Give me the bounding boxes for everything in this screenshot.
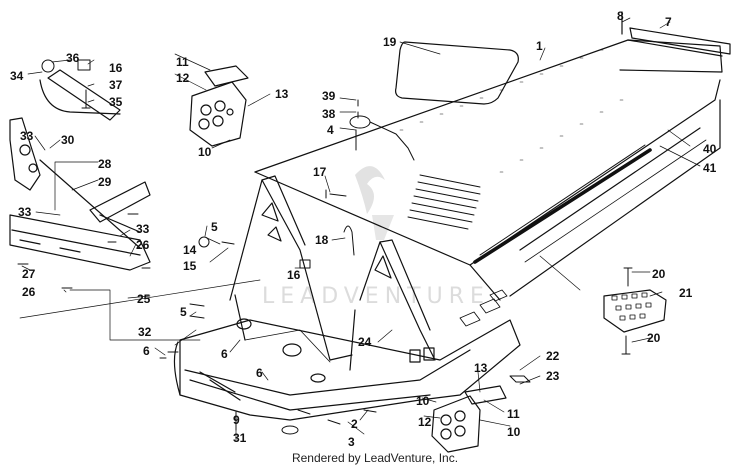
callout-11-lower: 11	[507, 407, 520, 421]
callout-34: 34	[10, 69, 24, 83]
callout-31: 31	[233, 431, 247, 445]
callout-33-right: 33	[136, 222, 150, 236]
callout-36: 36	[66, 51, 80, 65]
callout-35: 35	[109, 95, 123, 109]
lower-bracket	[431, 385, 507, 453]
callout-8: 8	[617, 9, 624, 23]
callout-2: 2	[351, 417, 358, 431]
tunnel-rivet-holes	[399, 49, 624, 173]
callout-15: 15	[183, 259, 197, 273]
callout-20-upper: 20	[652, 267, 666, 281]
callout-13-lower: 13	[474, 361, 488, 375]
left-brackets	[9, 69, 151, 271]
callout-32: 32	[138, 325, 152, 339]
callout-6-left: 6	[143, 344, 150, 358]
callout-41: 41	[703, 161, 717, 175]
callout-30: 30	[61, 133, 75, 147]
callout-20-lower: 20	[647, 331, 661, 345]
tunnel-vent-slots	[407, 174, 481, 230]
callout-25: 25	[137, 292, 151, 306]
callout-10-upper: 10	[198, 145, 212, 159]
callout-6-mid: 6	[221, 347, 228, 361]
callout-5-upper: 5	[211, 220, 218, 234]
callout-19: 19	[383, 35, 397, 49]
tunnel-side-cutouts	[459, 289, 508, 327]
callout-26-left: 26	[22, 285, 36, 299]
callout-16-lower: 16	[287, 268, 301, 282]
decal-19	[395, 41, 519, 105]
callout-28: 28	[98, 157, 112, 171]
fasteners	[17, 59, 633, 435]
callout-3: 3	[348, 435, 355, 449]
front-frame	[173, 175, 521, 421]
step-plate	[603, 289, 667, 333]
rail-part	[621, 11, 731, 55]
callout-13-upper: 13	[275, 87, 289, 101]
callout-5-lower: 5	[180, 305, 187, 319]
callout-18: 18	[315, 233, 329, 247]
tunnel-part	[254, 39, 723, 301]
callout-12-lower: 12	[418, 415, 432, 429]
callout-16-upper: 16	[109, 61, 123, 75]
callout-24: 24	[358, 335, 372, 349]
callout-10-lower-right: 10	[507, 425, 521, 439]
callout-21: 21	[679, 286, 693, 300]
callout-4: 4	[327, 123, 334, 137]
callout-14: 14	[183, 243, 197, 257]
callout-1: 1	[536, 39, 543, 53]
callout-12-upper: 12	[176, 71, 190, 85]
callout-38: 38	[322, 107, 336, 121]
callout-22: 22	[546, 349, 560, 363]
callout-26-right: 26	[136, 238, 150, 252]
callout-33-upper: 33	[20, 129, 34, 143]
callout-40: 40	[703, 142, 717, 156]
callout-6-right: 6	[256, 366, 263, 380]
callout-9: 9	[233, 413, 240, 427]
leader-lines	[19, 17, 701, 441]
callout-29: 29	[98, 175, 112, 189]
callout-37: 37	[109, 78, 123, 92]
callout-labels: 1 2 3 4 5 5 6 6 6 7 8 9 10 10 10 11 11 1…	[10, 9, 717, 449]
footer-credit: Rendered by LeadVenture, Inc.	[291, 451, 459, 465]
callout-27: 27	[22, 267, 36, 281]
watermark-text: LEADVENTURE	[262, 284, 490, 309]
callout-33-mid: 33	[18, 205, 32, 219]
watermark: LEADVENTURE	[262, 166, 490, 309]
callout-23: 23	[546, 369, 560, 383]
upper-bracket	[189, 65, 249, 147]
callout-10-lower-left: 10	[416, 394, 430, 408]
callout-11-upper: 11	[176, 55, 189, 69]
callout-17: 17	[313, 165, 327, 179]
callout-7: 7	[665, 15, 672, 29]
callout-39: 39	[322, 89, 336, 103]
